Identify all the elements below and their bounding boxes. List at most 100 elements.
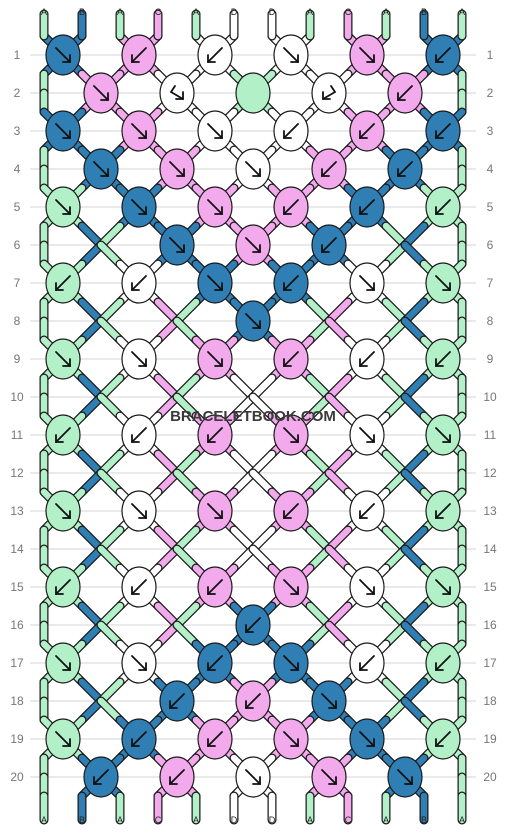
knot-arrow-icon: [169, 693, 185, 709]
strand-label-top: A: [117, 7, 123, 17]
knot-arrow-icon: [283, 579, 299, 595]
knot-arrow-icon: [55, 427, 71, 443]
knot-arrow-icon: [435, 130, 444, 139]
knot-arrow-icon: [435, 731, 451, 747]
knot-arrow-icon: [435, 579, 451, 595]
knot-arrow-icon: [321, 769, 337, 785]
knot-19-0: [45, 718, 81, 760]
knot-arrow-icon: [328, 700, 337, 709]
knot-18-5: [235, 680, 271, 722]
knot-arrow-icon: [245, 624, 254, 633]
row-number-left: 12: [10, 466, 24, 480]
knot-ellipse: [159, 72, 195, 114]
knot-7-8: [349, 262, 385, 304]
row-number-right: 9: [487, 352, 494, 366]
knot-13-10: [425, 490, 461, 532]
knot-arrow-icon: [55, 503, 71, 519]
knot-17-0: [45, 642, 81, 684]
knot-arrow-icon: [131, 738, 140, 747]
knot-18-3: [159, 680, 195, 722]
knot-11-0: [45, 414, 81, 456]
knot-arrow-icon: [435, 199, 451, 215]
knot-arrow-icon: [435, 54, 444, 63]
knot-arrow-icon: [366, 586, 375, 595]
knot-arrow-icon: [176, 168, 185, 177]
knot-6-7: [311, 224, 347, 266]
knot-arrow-icon: [131, 579, 147, 595]
row-number-right: 8: [487, 314, 494, 328]
knot-7-2: [121, 262, 157, 304]
knot-9-10: [425, 338, 461, 380]
knot-ellipse: [235, 72, 271, 114]
row-number-right: 12: [483, 466, 497, 480]
knot-11-6: [273, 414, 309, 456]
knot-4-5: [235, 148, 271, 190]
row-number-left: 6: [14, 238, 21, 252]
row-number-right: 18: [483, 694, 497, 708]
knot-arrow-icon: [435, 47, 451, 63]
knot-arrow-icon: [131, 123, 147, 139]
row-number-left: 18: [10, 694, 24, 708]
knot-arrow-icon: [283, 199, 299, 215]
knot-19-6: [273, 718, 309, 760]
knot-arrow-icon: [321, 244, 330, 253]
knot-arrow-icon: [131, 351, 147, 367]
knot-arrow-icon: [359, 655, 375, 671]
knot-arrow-icon: [442, 586, 451, 595]
strand-label-top: B: [79, 7, 85, 17]
knot-arrow-icon: [207, 655, 223, 671]
row-number-right: 11: [484, 428, 497, 442]
knot-7-6: [273, 262, 309, 304]
knot-18-7: [311, 680, 347, 722]
knot-9-4: [197, 338, 233, 380]
knot-5-8: [349, 186, 385, 228]
knot-20-7: [311, 756, 347, 798]
knot-arrow-icon: [290, 586, 299, 595]
knot-arrow-icon: [245, 313, 261, 329]
row-number-right: 13: [483, 504, 497, 518]
strand-label-bottom: A: [193, 815, 199, 825]
knot-arrow-icon: [359, 275, 375, 291]
knot-9-8: [349, 338, 385, 380]
knot-arrow-icon: [138, 130, 147, 139]
knot-arrow-icon: [283, 351, 299, 367]
knot-3-4: [197, 110, 233, 152]
knot-arrow-icon: [321, 237, 337, 253]
knot-arrow-icon: [131, 275, 147, 291]
knot-1-4: [197, 34, 233, 76]
knot-arrow-icon: [55, 579, 71, 595]
knot-arrow-icon: [62, 358, 71, 367]
knot-arrow-icon: [321, 168, 330, 177]
knot-arrow-icon: [435, 206, 444, 215]
knot-arrow-icon: [290, 662, 299, 671]
row-number-right: 6: [487, 238, 494, 252]
knot-arrow-icon: [435, 738, 444, 747]
knot-arrow-icon: [359, 503, 375, 519]
knot-11-8: [349, 414, 385, 456]
knot-arrow-icon: [435, 427, 451, 443]
knot-arrow-icon: [131, 731, 147, 747]
knot-9-0: [45, 338, 81, 380]
knot-arrow-icon: [321, 161, 337, 177]
knot-arrow-icon: [366, 434, 375, 443]
knot-arrow-icon: [290, 738, 299, 747]
knot-4-1: [83, 148, 119, 190]
knot-ellipse: [311, 72, 347, 114]
knot-arrow-icon: [55, 731, 71, 747]
knot-2-7: [311, 72, 347, 114]
knot-arrow-icon: [359, 579, 375, 595]
knot-arrow-icon: [321, 693, 337, 709]
strand-label-bottom: C: [155, 815, 162, 825]
knot-arrow-icon: [366, 54, 375, 63]
knot-arrow-icon: [359, 206, 368, 215]
strand-label-top: A: [193, 7, 199, 17]
knot-arrow-icon: [359, 358, 368, 367]
knot-arrow-icon: [175, 91, 184, 100]
knot-7-10: [425, 262, 461, 304]
knot-arrow-icon: [359, 731, 375, 747]
knot-arrow-icon: [62, 130, 71, 139]
knot-20-1: [83, 756, 119, 798]
row-number-left: 7: [14, 276, 21, 290]
strand-label-top: C: [155, 7, 162, 17]
knot-arrow-icon: [138, 358, 147, 367]
